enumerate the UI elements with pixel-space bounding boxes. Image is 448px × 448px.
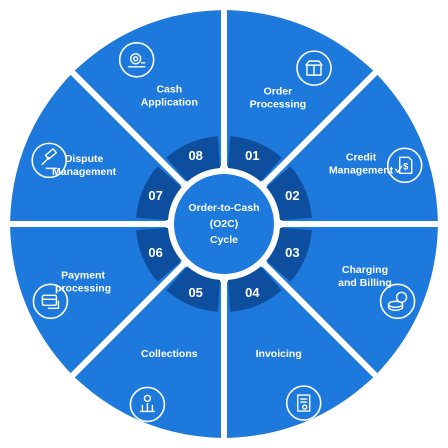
payment-card-icon xyxy=(32,283,69,320)
step-label-03-line-2: and Billing xyxy=(338,277,392,289)
number-tab-06 xyxy=(136,227,182,282)
box-icon xyxy=(296,50,332,86)
step-label-04-line-1: Invoicing xyxy=(256,348,302,360)
cash-gear-icon xyxy=(118,41,155,78)
step-label-02-line-1: Credit xyxy=(346,151,377,163)
step-label-05-line-1: Collections xyxy=(141,348,198,360)
number-tab-04 xyxy=(227,266,282,312)
number-tab-02 xyxy=(266,166,312,221)
segment-divider xyxy=(67,67,186,186)
segment-divider xyxy=(262,67,381,186)
center-line-2: (O2C) xyxy=(210,218,239,230)
segment-01 xyxy=(224,10,376,183)
center-hub: Order-to-Cash (O2C) Cycle xyxy=(168,168,280,280)
step-label-08-line-1: Cash xyxy=(156,84,182,96)
step-number-05: 05 xyxy=(188,285,202,300)
segment-06 xyxy=(10,224,183,376)
segment-divider xyxy=(67,262,186,381)
segment-07 xyxy=(10,72,183,225)
segments-layer xyxy=(10,10,438,438)
gavel-icon xyxy=(31,142,68,179)
number-tab-08 xyxy=(166,136,221,182)
step-label-06-line-2: processing xyxy=(55,282,111,294)
coins-icon xyxy=(379,283,416,320)
segment-03 xyxy=(265,224,438,376)
segment-divider xyxy=(262,262,381,381)
number-tab-03 xyxy=(266,227,312,282)
step-number-03: 03 xyxy=(285,245,299,260)
step-label-01-line-2: Processing xyxy=(250,98,307,110)
step-number-02: 02 xyxy=(285,188,299,203)
step-number-08: 08 xyxy=(188,148,202,163)
center-line-3: Cycle xyxy=(210,234,238,246)
number-tab-01 xyxy=(227,136,282,182)
dividers-layer xyxy=(6,6,442,442)
segment-02 xyxy=(265,72,438,225)
invoice-icon xyxy=(285,385,322,421)
step-label-07-line-2: Management xyxy=(52,166,117,178)
step-label-03-line-1: Charging xyxy=(342,264,388,276)
step-number-07: 07 xyxy=(148,188,162,203)
step-label-01-line-1: Order xyxy=(264,85,293,97)
number-tab-07 xyxy=(136,166,182,221)
step-label-08-line-2: Application xyxy=(141,97,198,109)
collections-icon xyxy=(129,386,166,423)
step-label-06-line-1: Payment xyxy=(61,269,105,281)
credit-check-icon: $ xyxy=(386,147,423,184)
segment-08 xyxy=(72,10,225,183)
step-number-04: 04 xyxy=(245,285,260,300)
step-number-01: 01 xyxy=(245,148,259,163)
segment-05 xyxy=(72,265,225,438)
number-tab-05 xyxy=(166,266,221,312)
step-label-02-line-2: Management xyxy=(329,164,394,176)
center-line-1: Order-to-Cash xyxy=(188,202,259,214)
step-label-07-line-1: Dispute xyxy=(65,153,104,165)
icons-layer: $ xyxy=(31,41,423,423)
labels-layer: OrderProcessingCreditManagementCharginga… xyxy=(52,84,394,360)
step-number-06: 06 xyxy=(148,245,162,260)
number-tabs-layer: 01 02 03 04 05 06 07 08 xyxy=(136,136,312,312)
svg-text:$: $ xyxy=(403,161,408,171)
segment-04 xyxy=(224,265,376,438)
